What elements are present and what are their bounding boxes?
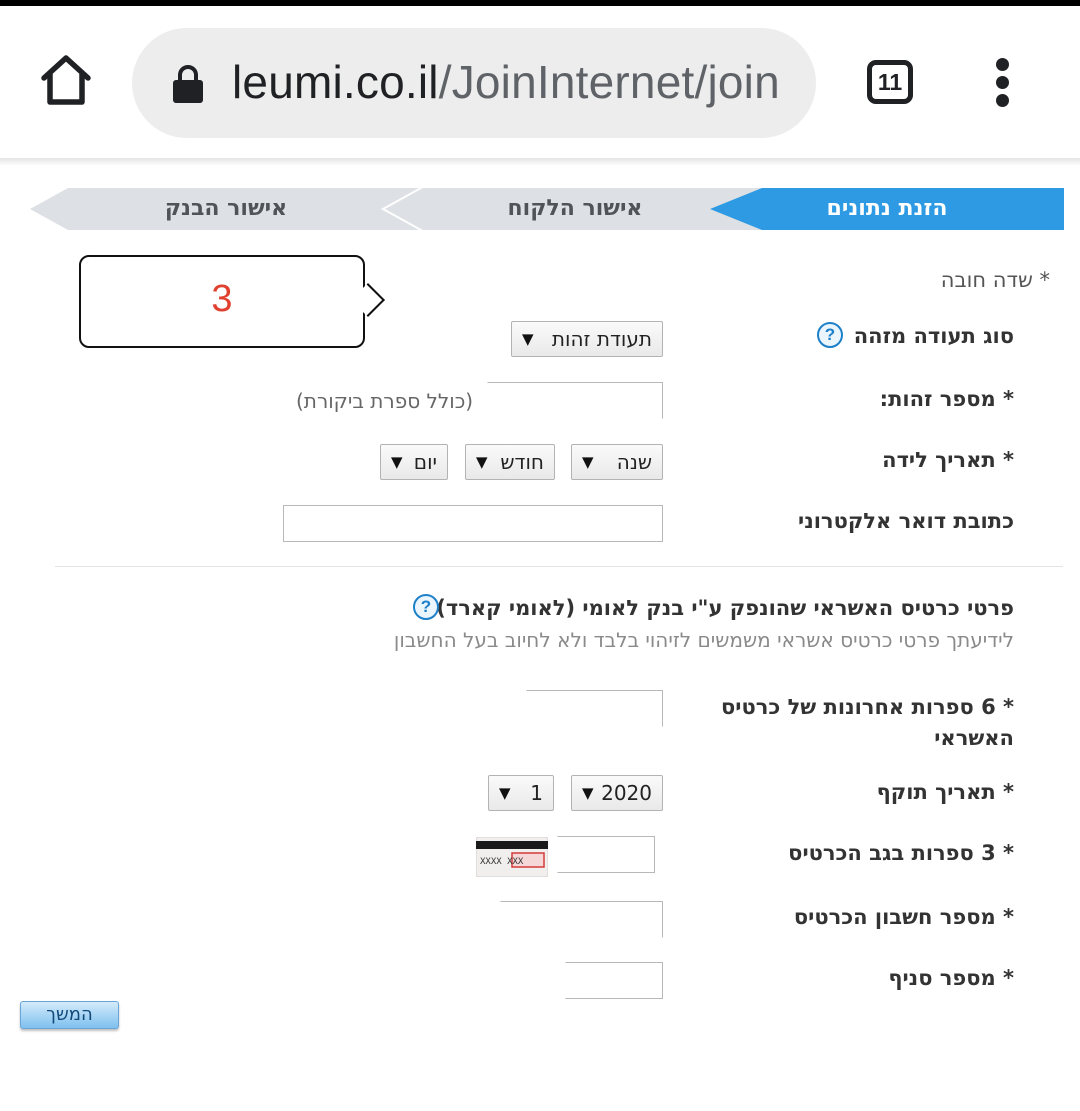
status-bar-edge — [0, 0, 1080, 6]
step-label: אישור הבנק — [164, 196, 288, 221]
card-section-title: פרטי כרטיס האשראי שהונפק ע"י בנק לאומי (… — [436, 596, 1014, 620]
birth-date-label: * תאריך לידה — [882, 448, 1014, 472]
tab-switcher-button[interactable]: 11 — [867, 60, 913, 104]
id-type-select[interactable]: תעודת זהות ▼ — [511, 321, 663, 357]
url-host: leumi.co.il — [232, 56, 439, 108]
birth-day-select[interactable]: יום ▼ — [380, 444, 448, 480]
id-number-label: * מספר זהות: — [879, 387, 1014, 411]
account-input[interactable] — [500, 901, 663, 938]
birth-year-select[interactable]: שנה ▼ — [571, 444, 663, 480]
url-text: leumi.co.il/JoinInternet/join — [232, 55, 780, 109]
card-section-subtitle: לידיעתך פרטי כרטיס אשראי משמשים לזיהוי ב… — [393, 628, 1014, 652]
annotation-number: 3 — [211, 278, 233, 320]
chevron-down-icon: ▼ — [476, 453, 488, 471]
branch-label: * מספר סניף — [888, 966, 1014, 990]
cvv-image-text: XXXX XXX — [480, 857, 524, 867]
required-field-note: * שדה חובה — [940, 268, 1050, 292]
id-type-label: סוג תעודה מזהה — [853, 324, 1014, 348]
id-number-input[interactable] — [487, 382, 663, 419]
birth-day-value: יום — [413, 450, 437, 474]
chevron-down-icon: ▼ — [582, 784, 594, 802]
chevron-down-icon: ▼ — [499, 784, 511, 802]
toolbar-shadow — [0, 158, 1080, 166]
step-label: הזנת נתונים — [826, 196, 948, 221]
card-last6-label-line1: * 6 ספרות אחרונות של כרטיס — [721, 695, 1014, 719]
step-data-entry: הזנת נתונים — [710, 188, 1064, 230]
more-vert-icon[interactable] — [990, 58, 1014, 110]
expiry-month-value: 1 — [530, 781, 543, 805]
id-type-value: תעודת זהות — [551, 327, 652, 351]
step-label: אישור הלקוח — [507, 196, 643, 221]
account-label: * מספר חשבון הכרטיס — [793, 905, 1014, 929]
branch-input[interactable] — [565, 962, 663, 999]
annotation-callout — [79, 255, 365, 348]
question-mark-icon[interactable]: ? — [413, 594, 439, 620]
cvv-input[interactable] — [557, 836, 655, 873]
credit-card-back-icon: XXXX XXX — [475, 836, 549, 878]
expiry-month-select[interactable]: 1 ▼ — [488, 775, 554, 811]
section-divider — [55, 566, 1063, 567]
step-customer-approval: אישור הלקוח — [385, 188, 765, 230]
home-icon[interactable] — [36, 50, 96, 110]
email-label: כתובת דואר אלקטרוני — [798, 509, 1014, 533]
birth-month-value: חודש — [500, 450, 544, 474]
tab-count: 11 — [877, 68, 903, 95]
progress-steps: אישור הבנק אישור הלקוח הזנת נתונים — [30, 188, 1064, 230]
expiry-year-value: 2020 — [601, 781, 652, 805]
cvv-label: * 3 ספרות בגב הכרטיס — [788, 841, 1014, 865]
chevron-down-icon: ▼ — [522, 330, 534, 348]
address-bar[interactable]: leumi.co.il/JoinInternet/join — [132, 28, 816, 138]
chevron-down-icon: ▼ — [391, 453, 403, 471]
card-last6-label-line2: האשראי — [934, 726, 1014, 750]
question-mark-icon[interactable]: ? — [817, 322, 843, 348]
birth-year-value: שנה — [616, 450, 652, 474]
expiry-label: * תאריך תוקף — [876, 780, 1014, 804]
step-bank-approval: אישור הבנק — [30, 188, 422, 230]
chevron-down-icon: ▼ — [582, 453, 594, 471]
card-last6-input[interactable] — [526, 690, 663, 727]
url-path: /JoinInternet/join — [438, 56, 780, 108]
expiry-year-select[interactable]: 2020 ▼ — [571, 775, 663, 811]
id-number-hint: (כולל ספרת ביקורת) — [296, 389, 474, 413]
lock-icon — [172, 64, 204, 104]
email-input[interactable] — [283, 505, 663, 542]
continue-button[interactable]: המשך — [20, 1001, 119, 1029]
birth-month-select[interactable]: חודש ▼ — [465, 444, 555, 480]
